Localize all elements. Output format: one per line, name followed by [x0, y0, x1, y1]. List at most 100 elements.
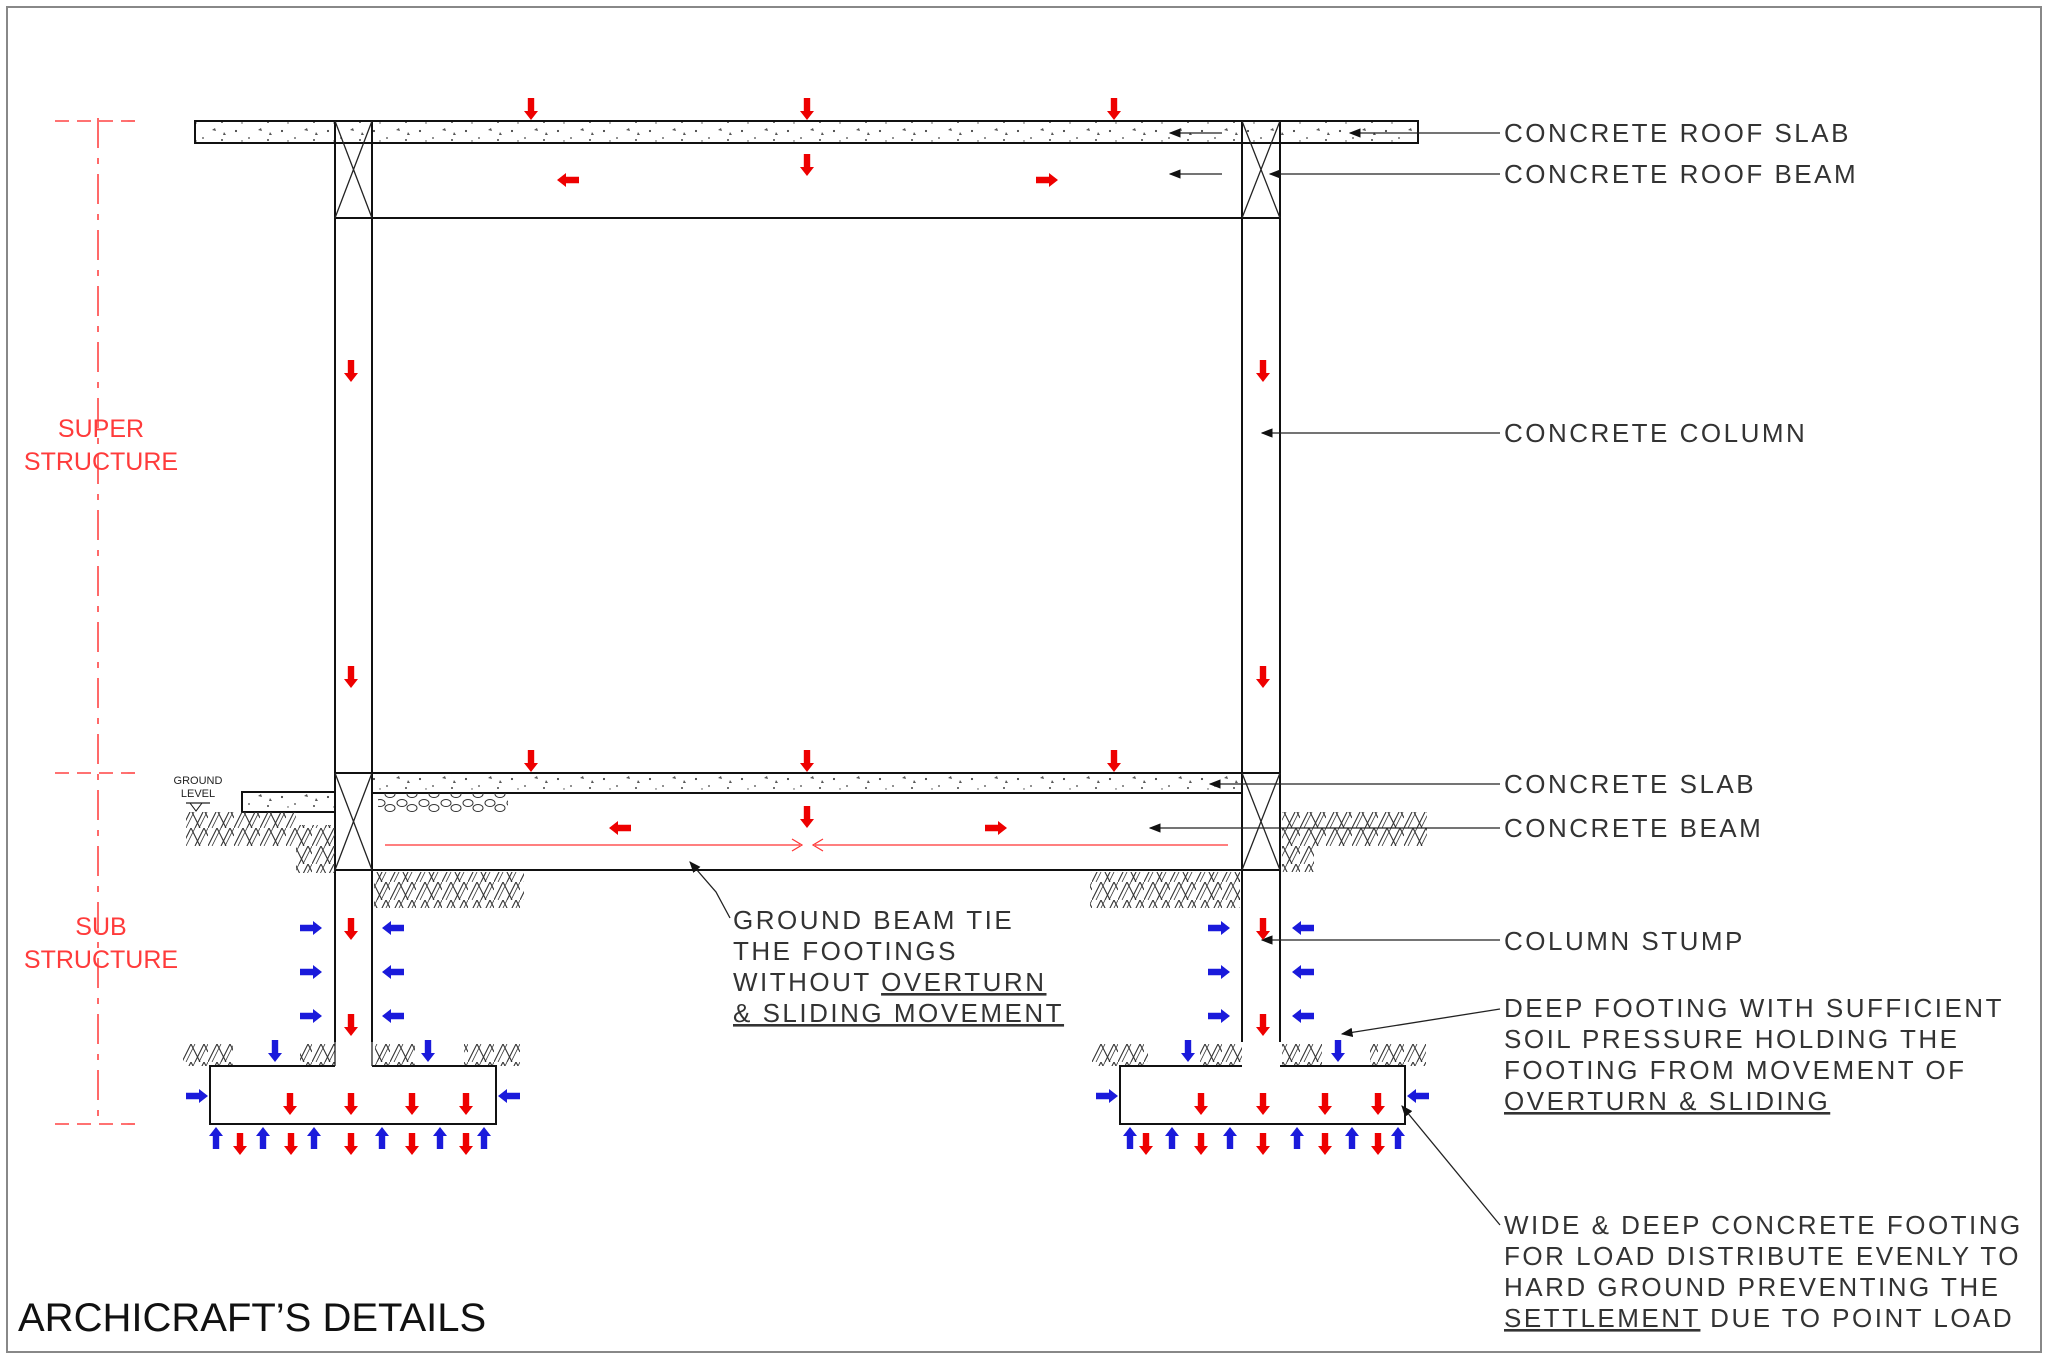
archicraft-title: ARCHICRAFT’S DETAILS	[18, 1296, 486, 1340]
column-load-arrow-icon	[1256, 666, 1270, 688]
label-wide-footing-2: FOR LOAD DISTRIBUTE EVENLY TO	[1504, 1241, 2021, 1271]
load-arrows	[186, 98, 1429, 1155]
soil-pressure-arrow-icon	[300, 1009, 322, 1023]
bearing-reaction-arrow-icon	[209, 1127, 223, 1149]
label-wide-footing-1: WIDE & DEEP CONCRETE FOOTING	[1504, 1210, 2023, 1240]
bearing-load-arrow-icon	[1194, 1133, 1208, 1155]
beam-tension-arrow-icon	[609, 821, 631, 835]
bearing-load-arrow-icon	[459, 1133, 473, 1155]
footing-load-arrow-icon	[1371, 1093, 1385, 1115]
column-load-arrow-icon	[344, 666, 358, 688]
right-beam-joint	[1241, 772, 1281, 871]
soil-pressure-arrow-icon	[382, 1009, 404, 1023]
footing-load-arrow-icon	[1194, 1093, 1208, 1115]
soil-pressure-arrow-icon	[498, 1089, 520, 1103]
bearing-load-arrow-icon	[1139, 1133, 1153, 1155]
bearing-reaction-arrow-icon	[477, 1127, 491, 1149]
label-column-stump: COLUMN STUMP	[1504, 926, 1745, 956]
bearing-reaction-arrow-icon	[256, 1127, 270, 1149]
roof-beam-load-arrow-icon	[800, 154, 814, 176]
bearing-load-arrow-icon	[1256, 1133, 1270, 1155]
soil-pressure-arrow-icon	[1208, 921, 1230, 935]
label-deep-footing-1: DEEP FOOTING WITH SUFFICIENT	[1504, 993, 2004, 1023]
soil-pressure-arrow-icon	[1292, 921, 1314, 935]
soil-pressure-arrow-icon	[300, 965, 322, 979]
label-concrete-slab: CONCRETE SLAB	[1504, 769, 1756, 799]
bearing-reaction-arrow-icon	[1223, 1127, 1237, 1149]
bearing-reaction-arrow-icon	[1165, 1127, 1179, 1149]
soil-pressure-arrow-icon	[1292, 965, 1314, 979]
zone-markers	[55, 118, 142, 1125]
bearing-reaction-arrow-icon	[1391, 1127, 1405, 1149]
roof-beam-tension-arrow-icon	[557, 173, 579, 187]
stump-load-arrow-icon	[1256, 918, 1270, 940]
soil-pressure-arrow-icon	[1208, 1009, 1230, 1023]
soil-pressure-arrow-icon	[268, 1040, 282, 1062]
label-deep-footing-2: SOIL PRESSURE HOLDING THE	[1504, 1024, 1959, 1054]
roof-load-arrow-icon	[1107, 98, 1121, 120]
ground-beam-3-underlined: OVERTURN	[881, 967, 1046, 997]
right-footing	[1119, 1065, 1406, 1125]
soil-pressure-arrow-icon	[1331, 1040, 1345, 1062]
label-wide-footing-4: SETTLEMENT DUE TO POINT LOAD	[1504, 1303, 2014, 1333]
label-ground-beam-1: GROUND BEAM TIE	[733, 905, 1014, 935]
ground-level-text-1: GROUND	[174, 775, 223, 787]
bearing-reaction-arrow-icon	[375, 1127, 389, 1149]
column-load-arrow-icon	[344, 360, 358, 382]
super-structure-label-line2: STRUCTURE	[24, 448, 178, 476]
slab-load-arrow-icon	[524, 750, 538, 772]
soil-pressure-arrow-icon	[382, 921, 404, 935]
soil-pressure-arrow-icon	[382, 965, 404, 979]
bearing-reaction-arrow-icon	[433, 1127, 447, 1149]
footing-load-arrow-icon	[344, 1093, 358, 1115]
stump-load-arrow-icon	[344, 918, 358, 940]
roof-slab	[194, 120, 1419, 144]
label-concrete-column: CONCRETE COLUMN	[1504, 418, 1807, 448]
soil-pressure-arrow-icon	[1292, 1009, 1314, 1023]
soil-pressure-arrow-icon	[1181, 1040, 1195, 1062]
soil-hatching	[183, 812, 1427, 1066]
soil-pressure-arrow-icon	[1096, 1089, 1118, 1103]
beam-tension-arrow-icon	[985, 821, 1007, 835]
label-ground-beam-3: WITHOUT OVERTURN	[733, 967, 1047, 997]
stump-load-arrow-icon	[1256, 1014, 1270, 1036]
left-footing	[209, 1042, 497, 1125]
footing-load-arrow-icon	[1318, 1093, 1332, 1115]
footing-load-arrow-icon	[459, 1093, 473, 1115]
leader-lines	[689, 128, 1501, 1226]
drawing-border	[6, 6, 2042, 1353]
bearing-load-arrow-icon	[1371, 1133, 1385, 1155]
footing-load-arrow-icon	[283, 1093, 297, 1115]
roof-beam-tension-arrow-icon	[1036, 173, 1058, 187]
label-ground-beam-4: & SLIDING MOVEMENT	[733, 998, 1064, 1028]
bearing-reaction-arrow-icon	[1123, 1127, 1137, 1149]
left-column	[334, 120, 373, 1042]
concrete-slab	[371, 772, 1243, 794]
ground-beam-3-prefix: WITHOUT	[733, 967, 881, 997]
ground-level-text-2: LEVEL	[181, 788, 215, 800]
slab-load-arrow-icon	[1107, 750, 1121, 772]
bearing-load-arrow-icon	[1318, 1133, 1332, 1155]
settlement-rest: DUE TO POINT LOAD	[1700, 1303, 2014, 1333]
ground-slab-edge	[241, 791, 336, 813]
left-beam-joint	[334, 772, 373, 871]
bearing-load-arrow-icon	[405, 1133, 419, 1155]
column-load-arrow-icon	[1256, 360, 1270, 382]
bearing-load-arrow-icon	[344, 1133, 358, 1155]
bearing-reaction-arrow-icon	[307, 1127, 321, 1149]
roof-load-arrow-icon	[524, 98, 538, 120]
beam-load-arrow-icon	[800, 806, 814, 828]
super-structure-label-line1: SUPER	[58, 415, 144, 443]
sub-structure-label-line1: SUB	[75, 913, 126, 941]
ground-level-marker: GROUND LEVEL	[174, 775, 223, 812]
label-deep-footing-4: OVERTURN & SLIDING	[1504, 1086, 1830, 1116]
gravel-fill	[378, 793, 508, 813]
soil-pressure-arrow-icon	[1407, 1089, 1429, 1103]
slab-load-arrow-icon	[800, 750, 814, 772]
soil-pressure-arrow-icon	[1208, 965, 1230, 979]
label-deep-footing-3: FOOTING FROM MOVEMENT OF	[1504, 1055, 1967, 1085]
label-concrete-roof-slab: CONCRETE ROOF SLAB	[1504, 118, 1851, 148]
bearing-load-arrow-icon	[284, 1133, 298, 1155]
bearing-reaction-arrow-icon	[1290, 1127, 1304, 1149]
